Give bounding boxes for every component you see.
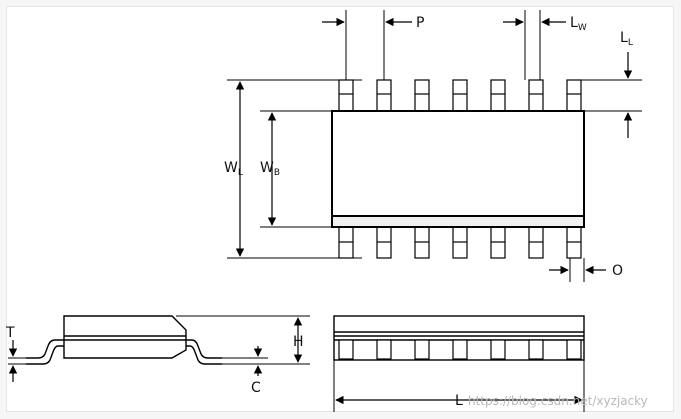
label-p: P [416, 15, 424, 31]
top-pin-row [338, 79, 582, 112]
label-c: C [251, 380, 261, 396]
top-view-dimensions [235, 17, 633, 275]
label-lw: LW [570, 15, 587, 33]
long-side-pin [452, 339, 468, 360]
top-pin [566, 79, 582, 112]
top-pin [414, 79, 430, 112]
package-body-top-view [331, 110, 585, 228]
long-side-pin [490, 339, 506, 360]
side-view-end [26, 315, 222, 365]
label-wb: WB [260, 160, 280, 178]
side-view-dimensions [8, 315, 310, 382]
top-view-extension-lines [227, 10, 642, 282]
side-lead-left [26, 339, 64, 365]
top-pin [376, 79, 392, 112]
long-side-pin-row [338, 339, 582, 360]
long-side-pin [528, 339, 544, 360]
label-ll: LL [620, 30, 633, 48]
long-side-pin [338, 339, 354, 360]
label-t: T [5, 325, 15, 341]
side-lead-right [186, 339, 222, 365]
bottom-pin-row [338, 226, 582, 259]
label-l: L [455, 393, 463, 409]
watermark-text: https://blog.csdn.net/xyzjacky [468, 394, 648, 408]
label-h: H [293, 334, 304, 350]
top-pin [452, 79, 468, 112]
long-side-pin [376, 339, 392, 360]
top-view [331, 79, 585, 259]
top-pin [528, 79, 544, 112]
long-side-pin [566, 339, 582, 360]
side-view-long [333, 315, 585, 361]
top-pin [490, 79, 506, 112]
side-body-outline [63, 315, 187, 359]
label-o: O [612, 263, 623, 279]
long-side-dimensions [333, 360, 585, 412]
body-bevel [331, 215, 585, 228]
top-pin [338, 79, 354, 112]
label-wl: WL [224, 160, 243, 178]
long-side-pin [414, 339, 430, 360]
